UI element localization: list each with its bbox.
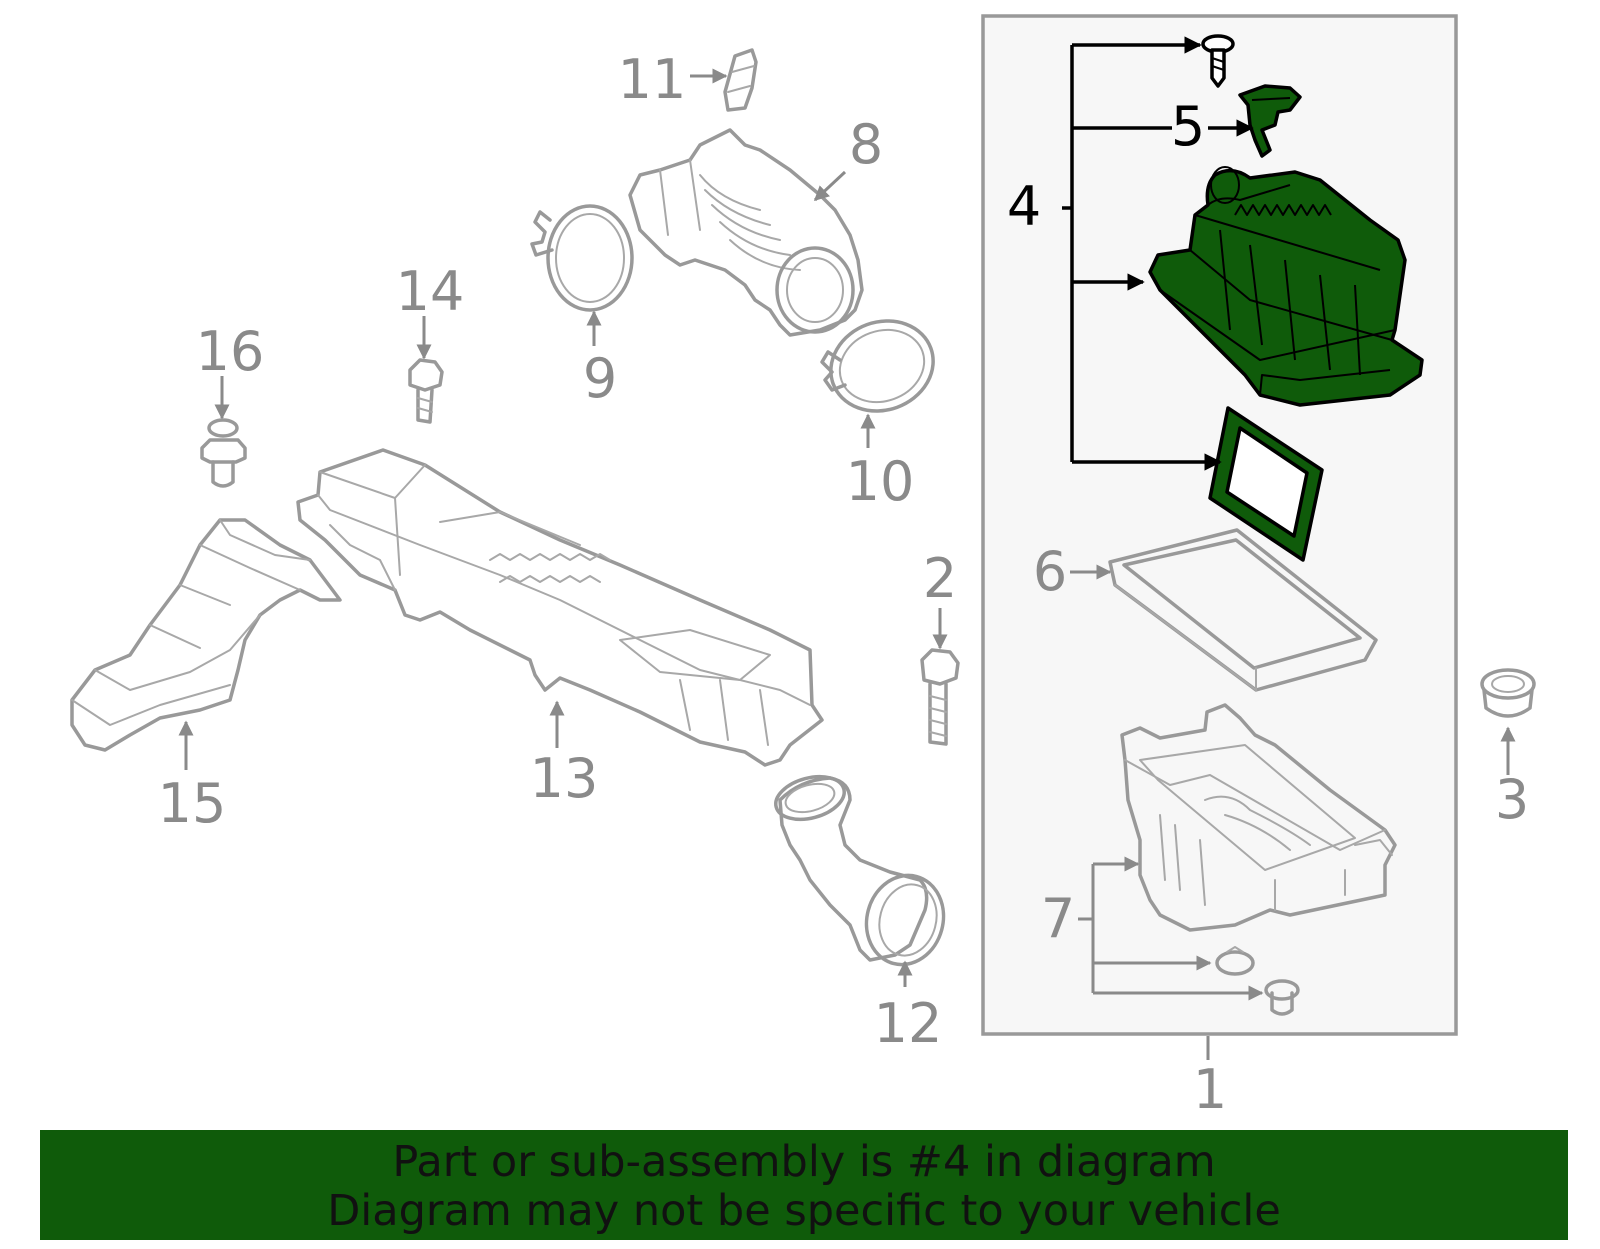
callout-4: 4 bbox=[1007, 175, 1041, 238]
part-15-side-duct[interactable] bbox=[70, 518, 342, 752]
part-7-lower-case[interactable] bbox=[1120, 703, 1397, 932]
banner-line-1: Part or sub-assembly is #4 in diagram bbox=[392, 1137, 1216, 1187]
part-13-intake-duct[interactable] bbox=[296, 448, 824, 767]
callout-3: 3 bbox=[1495, 768, 1529, 831]
callout-8: 8 bbox=[849, 113, 883, 176]
part-9-clamp[interactable] bbox=[530, 204, 634, 312]
callout-15: 15 bbox=[158, 772, 227, 835]
part-16-clip[interactable] bbox=[200, 418, 247, 488]
part-12-duct-hose[interactable] bbox=[771, 770, 953, 974]
part-11-fitting[interactable] bbox=[723, 48, 758, 112]
part-3-grommet[interactable] bbox=[1480, 668, 1536, 718]
part-4-gasket[interactable] bbox=[1208, 406, 1324, 562]
callout-11: 11 bbox=[618, 48, 687, 111]
callout-14: 14 bbox=[396, 260, 465, 323]
part-10-clamp[interactable] bbox=[818, 307, 946, 425]
callout-13: 13 bbox=[530, 747, 599, 810]
callout-10: 10 bbox=[846, 450, 915, 513]
callout-6: 6 bbox=[1033, 540, 1067, 603]
info-banner: Part or sub-assembly is #4 in diagram Di… bbox=[40, 1130, 1568, 1240]
part-4-upper-case[interactable] bbox=[1148, 166, 1424, 407]
banner-line-2: Diagram may not be specific to your vehi… bbox=[327, 1186, 1281, 1236]
part-7-clip[interactable] bbox=[1264, 979, 1300, 1016]
part-6-filter[interactable] bbox=[1108, 528, 1378, 692]
callout-1: 1 bbox=[1193, 1058, 1227, 1121]
part-7-grommet[interactable] bbox=[1215, 946, 1255, 976]
part-8-intake-hose[interactable] bbox=[628, 128, 864, 337]
callout-5: 5 bbox=[1171, 95, 1205, 158]
callout-7: 7 bbox=[1041, 887, 1075, 950]
callout-16: 16 bbox=[196, 320, 265, 383]
callout-9: 9 bbox=[583, 347, 617, 410]
part-14-bolt[interactable] bbox=[408, 358, 444, 424]
part-4-screw[interactable] bbox=[1201, 34, 1235, 88]
callout-2: 2 bbox=[923, 547, 957, 610]
callout-12: 12 bbox=[874, 992, 943, 1055]
part-2-bolt[interactable] bbox=[920, 648, 960, 746]
